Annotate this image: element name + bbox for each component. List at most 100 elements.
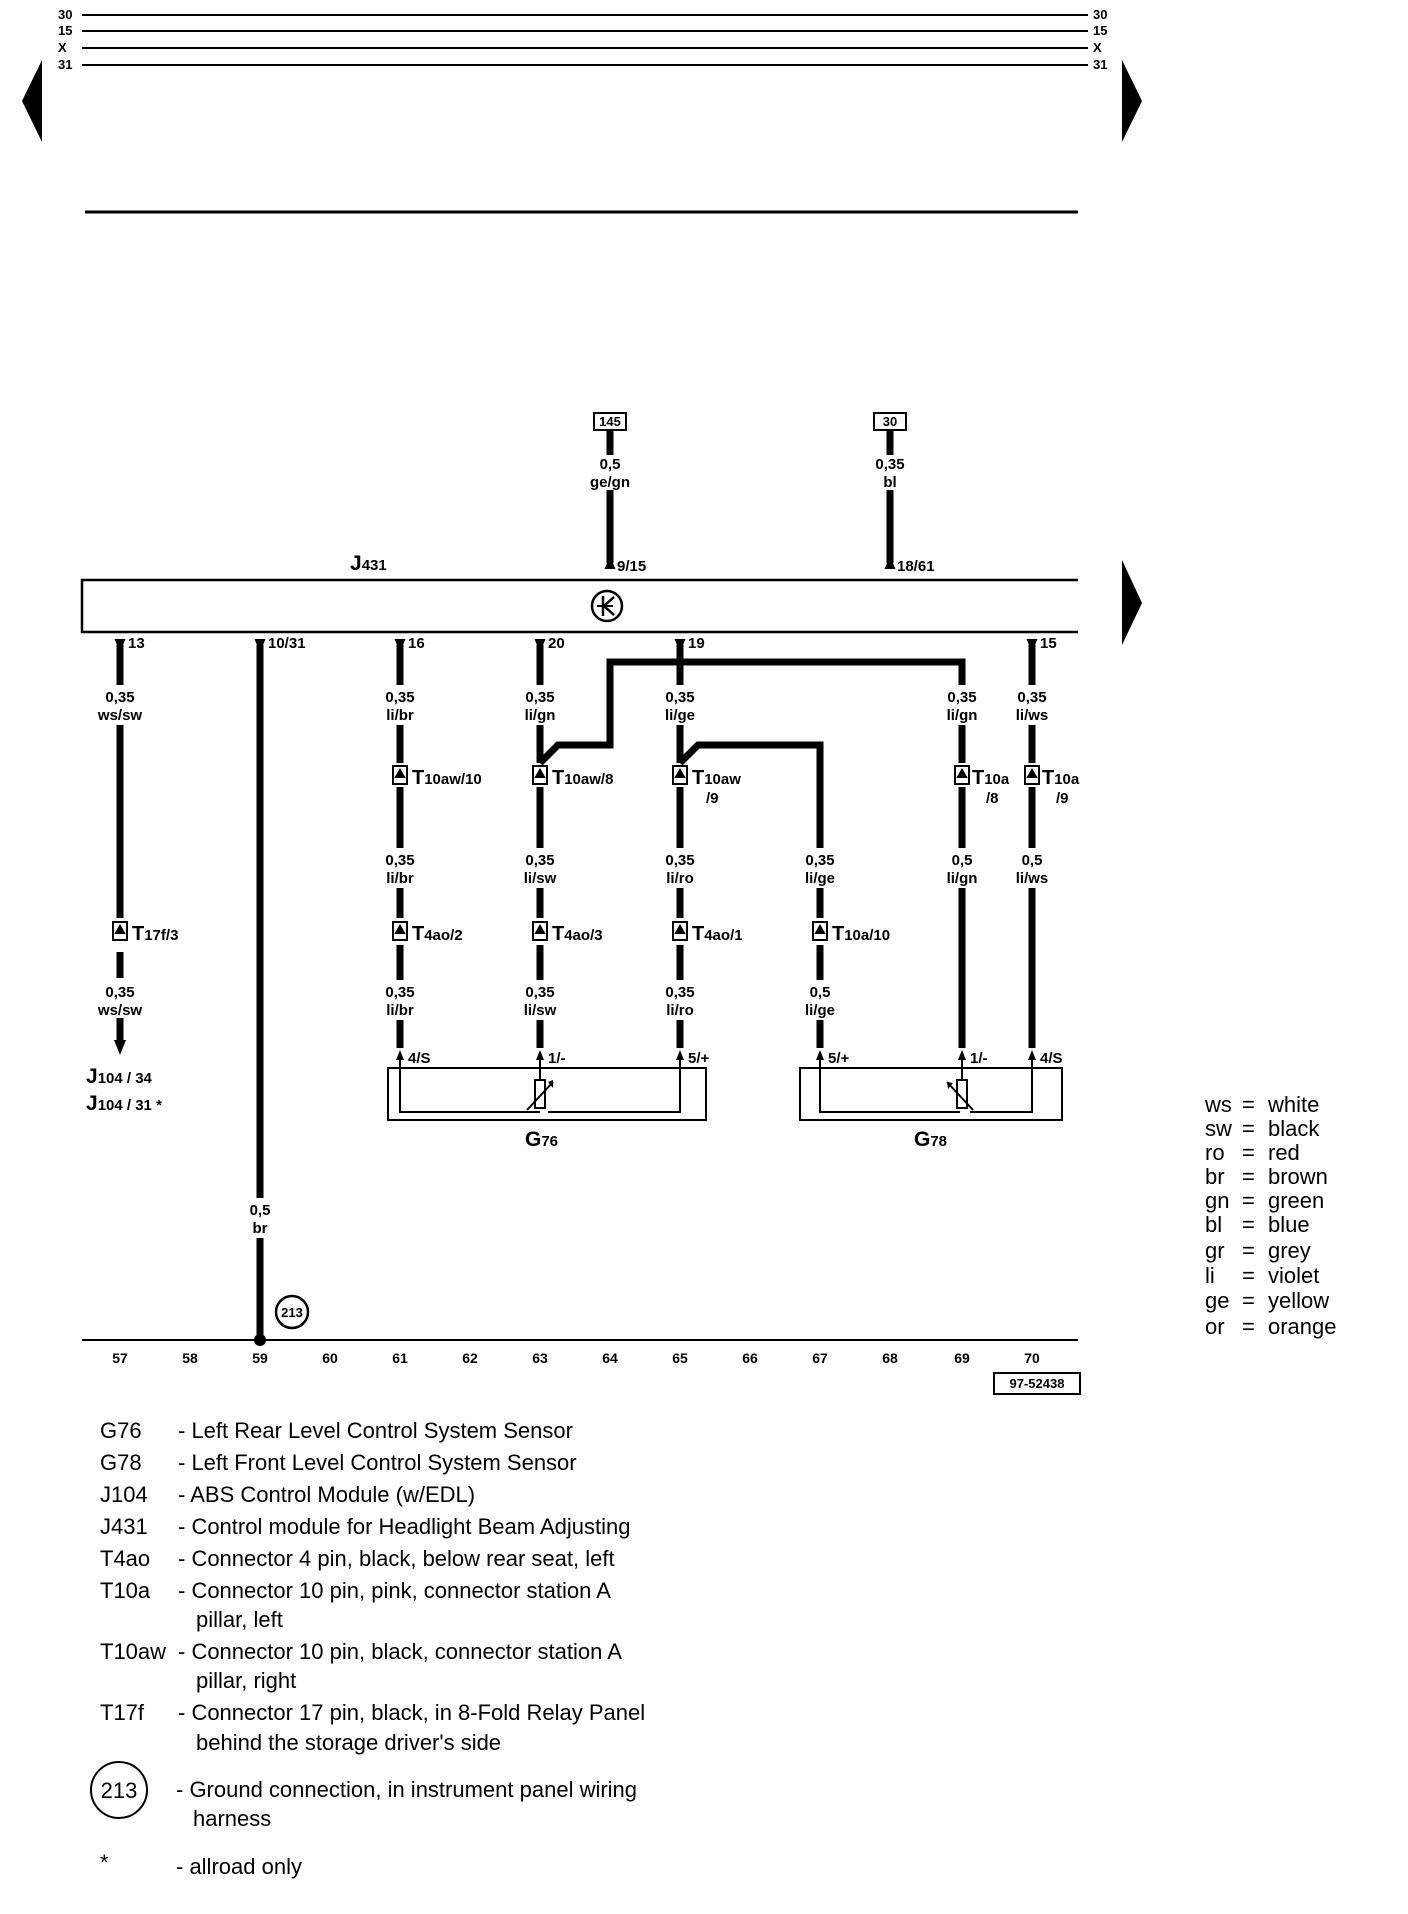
bus-label-30-right: 30 xyxy=(1093,7,1107,22)
terminal-145-label: 145 xyxy=(599,414,621,429)
drawing-code: 97-52438 xyxy=(1010,1376,1065,1391)
legend-description-cont: pillar, right xyxy=(196,1668,296,1693)
terminal-30: 30 xyxy=(873,412,907,431)
track-number: 57 xyxy=(112,1350,128,1366)
wire-label-size: 0,35 xyxy=(105,984,134,1001)
connector-label: T10aw xyxy=(692,767,741,789)
wire-label-color: li/gn xyxy=(525,707,556,724)
wire-end-arrow-icon xyxy=(114,1040,126,1055)
legend-description: - Connector 17 pin, black, in 8-Fold Rel… xyxy=(178,1700,645,1725)
wire-label-size: 0,35 xyxy=(385,689,414,706)
track-number: 67 xyxy=(812,1350,828,1366)
color-key-item: gn=green xyxy=(1205,1188,1324,1213)
sensor-pin-arrows xyxy=(396,1050,1036,1060)
sensor-pin-label: 4/S xyxy=(1040,1050,1063,1067)
connector-label: T17f/3 xyxy=(132,923,178,945)
legend-description: - allroad only xyxy=(176,1854,302,1879)
wires xyxy=(116,430,1036,1340)
module-pin-13: 13 xyxy=(128,635,145,652)
module-pin-16: 16 xyxy=(408,635,425,652)
wire-label-color: li/ge xyxy=(665,707,695,724)
sensor-pin-label: 1/- xyxy=(548,1050,566,1067)
connector-label-suffix: /8 xyxy=(986,790,999,807)
wire-label-color: ge/gn xyxy=(590,474,630,491)
sensor-g78: G78 xyxy=(799,1055,1063,1151)
legend-code: 213 xyxy=(101,1778,138,1803)
connector-label: T10a/10 xyxy=(832,923,890,945)
wire-label-size: 0,35 xyxy=(665,852,694,869)
wire-label-color: ws/sw xyxy=(97,707,143,724)
legend-code: T10a xyxy=(100,1578,151,1603)
track-number: 58 xyxy=(182,1350,198,1366)
wire-label-color: li/br xyxy=(386,870,414,887)
track-number: 60 xyxy=(322,1350,338,1366)
track-number: 62 xyxy=(462,1350,478,1366)
ground-213: 213 xyxy=(254,1294,310,1346)
track-number: 69 xyxy=(954,1350,970,1366)
legend-code: T10aw xyxy=(100,1639,166,1664)
track-numbers: 57 58 59 60 61 62 63 64 65 66 67 68 69 7… xyxy=(112,1350,1040,1366)
wire-label-color: bl xyxy=(883,474,896,491)
module-pin-10-31: 10/31 xyxy=(268,635,306,652)
legend-code: J104 xyxy=(100,1482,148,1507)
wire-label-size: 0,35 xyxy=(525,984,554,1001)
wire-label-color: li/sw xyxy=(524,1002,557,1019)
legend-code: T4ao xyxy=(100,1546,150,1571)
legend-description-cont: harness xyxy=(193,1806,271,1831)
module-pin-18-61: 18/61 xyxy=(897,558,935,575)
track-number: 59 xyxy=(252,1350,268,1366)
drawing-code-box: 97-52438 xyxy=(993,1372,1081,1395)
component-legend: G76 - Left Rear Level Control System Sen… xyxy=(90,1418,645,1879)
connector-icon xyxy=(392,765,408,785)
bus-label-15: 15 xyxy=(58,23,72,38)
connector-icon xyxy=(392,921,408,941)
wire-label-color: li/ws xyxy=(1016,870,1049,887)
wire-label-size: 0,35 xyxy=(805,852,834,869)
sensor-pin-label: 4/S xyxy=(408,1050,431,1067)
wire-label-size: 0,35 xyxy=(947,689,976,706)
sensor-g78-label: G78 xyxy=(914,1128,947,1151)
wire-label-color: li/gn xyxy=(947,870,978,887)
color-key-item: gr=grey xyxy=(1205,1238,1311,1263)
connector-label: T10a xyxy=(1042,767,1080,789)
wire-label-size: 0,35 xyxy=(105,689,134,706)
connector-icon xyxy=(532,765,548,785)
module-pin-15: 15 xyxy=(1040,635,1057,652)
color-key-item: sw=black xyxy=(1205,1116,1320,1141)
legend-code: J431 xyxy=(100,1514,148,1539)
legend-code: G76 xyxy=(100,1418,142,1443)
track-number: 70 xyxy=(1024,1350,1040,1366)
wire-label-size: 0,5 xyxy=(810,984,831,1001)
wire-label-size: 0,5 xyxy=(600,456,621,473)
legend-code: * xyxy=(100,1850,109,1875)
module-pin-arrows xyxy=(114,556,1038,653)
j104-ref-pin-34: J104 / 34 xyxy=(86,1065,153,1088)
connector-label: T4ao/1 xyxy=(692,923,743,945)
bus-label-15-right: 15 xyxy=(1093,23,1107,38)
ground-213-symbol: 213 xyxy=(90,1761,148,1819)
connector-icon xyxy=(1024,765,1040,785)
legend-description: - Left Rear Level Control System Sensor xyxy=(178,1418,573,1443)
connector-icon xyxy=(812,921,828,941)
bus-labels-left: 30 15 X 31 xyxy=(58,7,72,72)
connector-icon xyxy=(672,765,688,785)
module-pin-20: 20 xyxy=(548,635,565,652)
color-key-item: ws=white xyxy=(1204,1092,1319,1117)
sensor-pin-label: 5/+ xyxy=(828,1050,850,1067)
wire-label-color: li/br xyxy=(386,1002,414,1019)
wire-label-size: 0,35 xyxy=(385,852,414,869)
legend-description: - Connector 4 pin, black, below rear sea… xyxy=(178,1546,615,1571)
connector-icon xyxy=(672,921,688,941)
wire-label-size: 0,5 xyxy=(250,1202,271,1219)
wire-label-color: li/ro xyxy=(666,1002,694,1019)
connector-icon xyxy=(532,921,548,941)
wire-19-jump xyxy=(677,741,824,848)
wire-label-size: 0,5 xyxy=(1022,852,1043,869)
wire-label-color: li/gn xyxy=(947,707,978,724)
wire-label-color: li/ws xyxy=(1016,707,1049,724)
bus-label-30: 30 xyxy=(58,7,72,22)
wire-label-size: 0,35 xyxy=(875,456,904,473)
sensor-g76: G76 xyxy=(387,1055,707,1151)
track-number: 63 xyxy=(532,1350,548,1366)
